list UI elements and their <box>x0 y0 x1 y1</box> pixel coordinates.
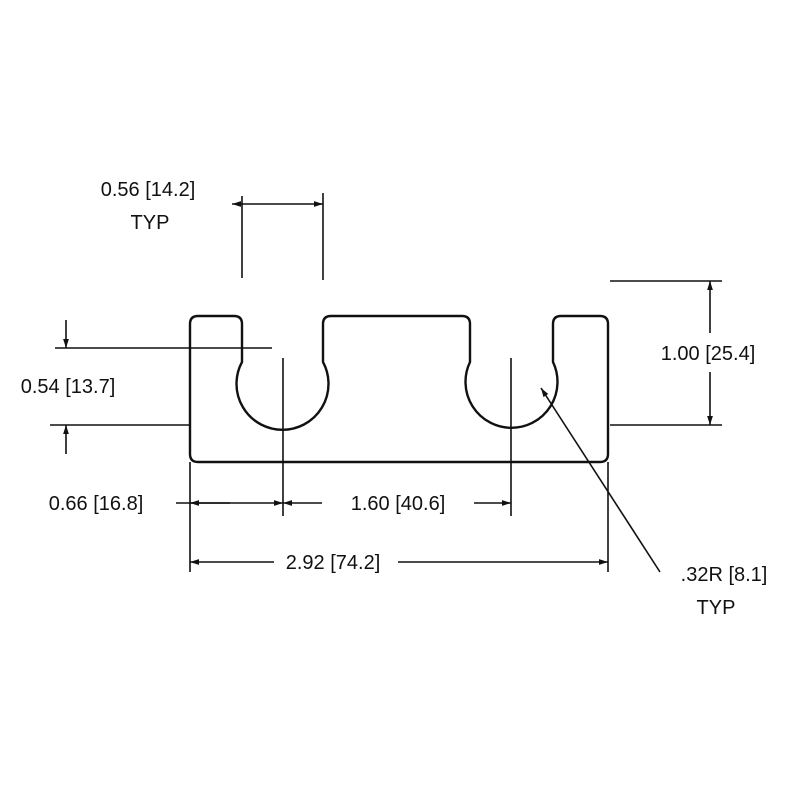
part-outline <box>188 314 610 464</box>
radius-label: .32R [8.1] <box>681 564 768 586</box>
radius-leader-line <box>540 387 661 573</box>
edge-to-center-label: 0.66 [16.8] <box>49 493 144 515</box>
overall-height-label: 1.00 [25.4] <box>661 343 756 365</box>
radius-typ-label: TYP <box>697 597 736 619</box>
slot-width-typ-label: TYP <box>131 212 170 234</box>
center-spacing-label: 1.60 [40.6] <box>351 493 446 515</box>
slot-width-label: 0.56 [14.2] <box>101 179 196 201</box>
slot-depth-label: 0.54 [13.7] <box>21 376 116 398</box>
overall-width-label: 2.92 [74.2] <box>286 552 381 574</box>
